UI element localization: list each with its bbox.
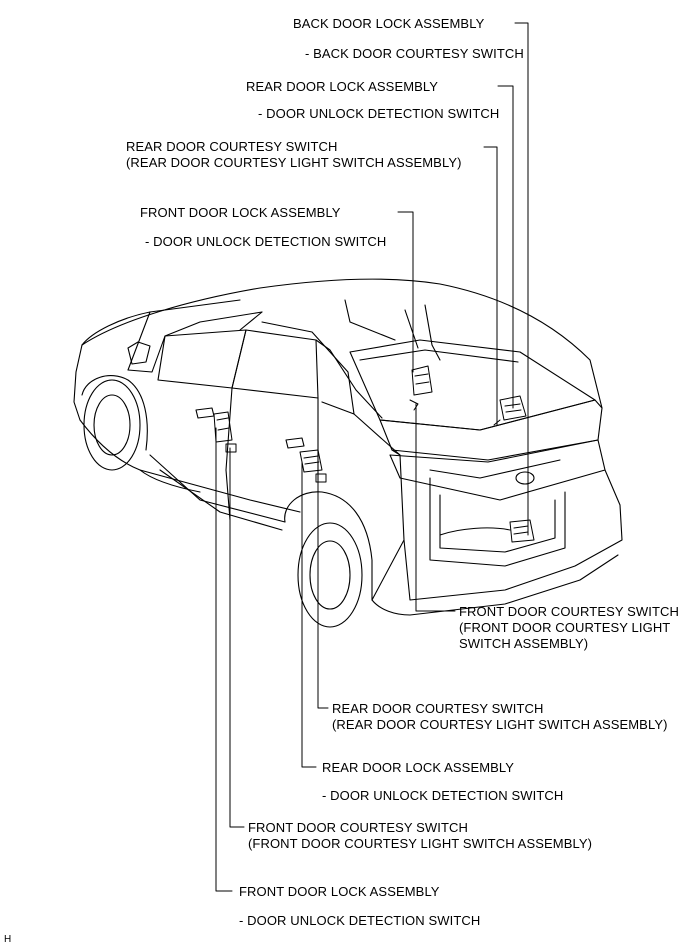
label-front-door-courtesy-right: FRONT DOOR COURTESY SWITCH (FRONT DOOR C… bbox=[459, 604, 679, 652]
leader-front-door-lock-bottom bbox=[215, 427, 233, 892]
leader-front-door-lock-top bbox=[397, 211, 414, 373]
rear-door-courtesy-bottom-line2: (REAR DOOR COURTESY LIGHT SWITCH ASSEMBL… bbox=[332, 717, 668, 732]
rear-door-lock-top-title: REAR DOOR LOCK ASSEMBLY bbox=[246, 79, 439, 94]
car-body bbox=[73, 278, 623, 628]
leader-back-door-lock bbox=[514, 22, 529, 536]
front-door-courtesy-right-line1: FRONT DOOR COURTESY SWITCH bbox=[459, 604, 680, 619]
rear-door-lock-bottom-sub-text: - DOOR UNLOCK DETECTION SWITCH bbox=[322, 788, 564, 803]
front-door-courtesy-right-line3: SWITCH ASSEMBLY) bbox=[459, 636, 589, 651]
label-rear-door-lock-top-sub: - DOOR UNLOCK DETECTION SWITCH bbox=[258, 106, 499, 122]
leader-front-door-courtesy-right bbox=[415, 403, 456, 612]
leader-rear-door-courtesy-bottom bbox=[317, 477, 329, 709]
label-front-door-lock-bottom-sub: - DOOR UNLOCK DETECTION SWITCH bbox=[239, 913, 480, 929]
label-rear-door-lock-bottom: REAR DOOR LOCK ASSEMBLY bbox=[322, 760, 514, 776]
label-back-door-lock-sub: - BACK DOOR COURTESY SWITCH bbox=[305, 46, 524, 62]
label-front-door-lock-top-sub: - DOOR UNLOCK DETECTION SWITCH bbox=[145, 234, 386, 250]
label-front-door-lock-top: FRONT DOOR LOCK ASSEMBLY bbox=[140, 205, 341, 221]
front-door-lock-bottom-title: FRONT DOOR LOCK ASSEMBLY bbox=[239, 884, 440, 899]
label-front-door-courtesy-bottom: FRONT DOOR COURTESY SWITCH (FRONT DOOR C… bbox=[248, 820, 592, 852]
rear-door-lock-bottom-title: REAR DOOR LOCK ASSEMBLY bbox=[322, 760, 515, 775]
leader-rear-door-lock-top bbox=[497, 85, 514, 409]
front-door-lock-top-title: FRONT DOOR LOCK ASSEMBLY bbox=[140, 205, 341, 220]
rear-door-courtesy-top-line2: (REAR DOOR COURTESY LIGHT SWITCH ASSEMBL… bbox=[126, 155, 462, 170]
rear-door-courtesy-bottom-line1: REAR DOOR COURTESY SWITCH bbox=[332, 701, 544, 716]
corner-mark: H bbox=[4, 934, 12, 945]
label-rear-door-lock-top: REAR DOOR LOCK ASSEMBLY bbox=[246, 79, 438, 95]
label-rear-door-courtesy-top: REAR DOOR COURTESY SWITCH (REAR DOOR COU… bbox=[126, 139, 462, 171]
leader-rear-door-courtesy-top bbox=[483, 146, 498, 426]
rear-door-courtesy-top-line1: REAR DOOR COURTESY SWITCH bbox=[126, 139, 338, 154]
leader-lines bbox=[215, 22, 529, 892]
label-front-door-lock-bottom: FRONT DOOR LOCK ASSEMBLY bbox=[239, 884, 440, 900]
label-rear-door-courtesy-bottom: REAR DOOR COURTESY SWITCH (REAR DOOR COU… bbox=[332, 701, 668, 733]
back-door-lock-title: BACK DOOR LOCK ASSEMBLY bbox=[293, 16, 485, 31]
label-back-door-lock: BACK DOOR LOCK ASSEMBLY bbox=[293, 16, 484, 32]
back-door-courtesy-switch-text: - BACK DOOR COURTESY SWITCH bbox=[305, 46, 524, 61]
rear-door-lock-top-sub-text: - DOOR UNLOCK DETECTION SWITCH bbox=[258, 106, 500, 121]
front-door-courtesy-right-line2: (FRONT DOOR COURTESY LIGHT bbox=[459, 620, 671, 635]
front-door-lock-top-sub-text: - DOOR UNLOCK DETECTION SWITCH bbox=[145, 234, 387, 249]
leader-front-door-courtesy-bottom bbox=[229, 447, 245, 828]
front-door-courtesy-bottom-line1: FRONT DOOR COURTESY SWITCH bbox=[248, 820, 469, 835]
front-door-lock-bottom-sub-text: - DOOR UNLOCK DETECTION SWITCH bbox=[239, 913, 481, 928]
label-rear-door-lock-bottom-sub: - DOOR UNLOCK DETECTION SWITCH bbox=[322, 788, 563, 804]
leader-rear-door-lock-bottom bbox=[301, 461, 317, 768]
front-door-courtesy-bottom-line2: (FRONT DOOR COURTESY LIGHT SWITCH ASSEMB… bbox=[248, 836, 593, 851]
